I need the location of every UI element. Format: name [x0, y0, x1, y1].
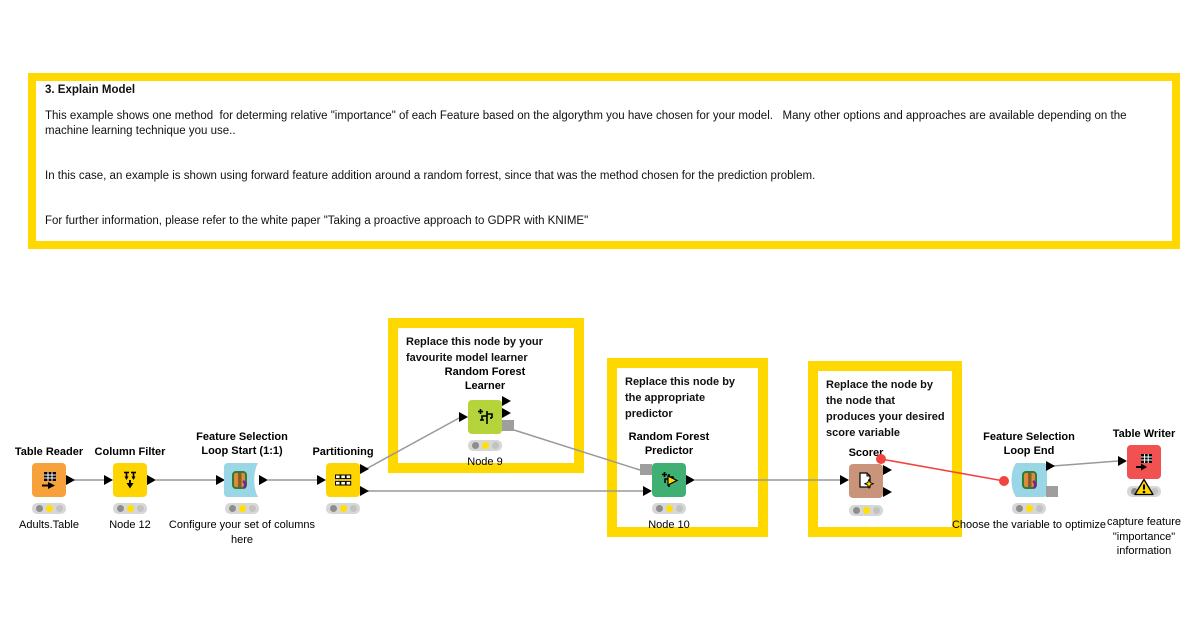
input-port[interactable]	[317, 475, 326, 485]
node-title: Feature Selection Loop Start (1:1)	[196, 431, 288, 457]
node-scorer: Scorer	[796, 446, 936, 526]
traffic-light	[326, 503, 360, 514]
input-port[interactable]	[459, 412, 468, 422]
scorer-node-body[interactable]	[849, 464, 883, 498]
annotation-paragraph-2: In this case, an example is shown using …	[45, 170, 816, 182]
scorer-icon	[859, 472, 875, 490]
output-port[interactable]	[686, 475, 695, 485]
input-port[interactable]	[216, 475, 225, 485]
node-table-writer: Table Writer capture feature "importance…	[1074, 427, 1200, 572]
partitioning-node-body[interactable]	[326, 463, 360, 497]
table-writer-icon	[1136, 454, 1152, 471]
node-title: Random Forest Learner	[444, 366, 526, 392]
callout-box-scorer[interactable]: Replace the node by the node that produc…	[808, 361, 962, 537]
rf-predictor-icon	[662, 472, 679, 487]
traffic-light	[849, 505, 883, 516]
node-subtitle: Configure your set of columns here	[168, 519, 316, 546]
node-subtitle: capture feature "importance" information	[1107, 516, 1181, 557]
traffic-light	[468, 440, 502, 451]
node-subtitle: Node 9	[467, 456, 503, 468]
node-subtitle: Node 12	[109, 519, 151, 531]
rf-learner-node-body[interactable]	[468, 400, 502, 434]
rf-predictor-node-body[interactable]	[652, 463, 686, 497]
node-subtitle: Adults.Table	[19, 519, 79, 531]
callout-label: Replace this node by the appropriate pre…	[625, 376, 736, 420]
loop-start-icon	[232, 471, 247, 489]
annotation-paragraph-3: For further information, please refer to…	[45, 215, 589, 227]
node-title: Feature Selection Loop End	[983, 431, 1075, 457]
node-title: Partitioning	[312, 446, 374, 458]
model-output-port[interactable]	[502, 420, 514, 431]
node-random-forest-learner: Random Forest Learner Node 9	[415, 365, 555, 475]
node-title: Scorer	[848, 447, 884, 459]
annotation-paragraph-1: This example shows one method for determ…	[45, 110, 1130, 137]
traffic-light	[652, 503, 686, 514]
node-title: Column Filter	[94, 446, 166, 458]
node-subtitle: Choose the variable to optimize	[951, 519, 1107, 531]
loop-end-node-body[interactable]	[1009, 463, 1047, 497]
column-filter-node-body[interactable]	[113, 463, 147, 497]
input-port[interactable]	[1118, 456, 1127, 466]
output-port-1[interactable]	[883, 465, 892, 475]
node-title: Table Reader	[14, 446, 84, 458]
input-port[interactable]	[104, 475, 113, 485]
workflow-annotation-explain-model[interactable]: 3. Explain Model This example shows one …	[28, 73, 1180, 249]
output-port-1[interactable]	[360, 464, 369, 474]
input-port[interactable]	[840, 475, 849, 485]
output-port-1[interactable]	[502, 396, 511, 406]
output-port-2[interactable]	[883, 487, 892, 497]
node-feature-selection-loop-end: Feature Selection Loop End Choose the va…	[952, 430, 1106, 555]
traffic-light	[225, 503, 259, 514]
warning-icon	[1134, 478, 1154, 496]
output-port-2[interactable]	[360, 486, 369, 496]
partitioning-icon	[335, 474, 352, 486]
traffic-light	[1012, 503, 1046, 514]
flow-variable-output-port[interactable]	[876, 454, 886, 464]
output-port[interactable]	[147, 475, 156, 485]
model-input-port[interactable]	[640, 464, 652, 475]
output-port-2[interactable]	[502, 408, 511, 418]
node-feature-selection-loop-start: Feature Selection Loop Start (1:1) Confi…	[169, 430, 315, 555]
loop-end-icon	[1022, 471, 1037, 489]
table-reader-icon	[42, 472, 56, 489]
callout-label: Replace this node by your favourite mode…	[406, 336, 543, 364]
output-port[interactable]	[259, 475, 268, 485]
column-filter-icon	[124, 471, 136, 489]
input-port[interactable]	[643, 486, 652, 496]
callout-box-predictor[interactable]: Replace this node by the appropriate pre…	[607, 358, 768, 537]
model-output-port[interactable]	[1046, 486, 1058, 497]
rf-learner-icon	[478, 409, 493, 424]
node-partitioning: Partitioning	[273, 445, 413, 525]
table-reader-node-body[interactable]	[32, 463, 66, 497]
annotation-title: 3. Explain Model	[45, 84, 136, 96]
node-title: Random Forest Predictor	[628, 431, 710, 457]
traffic-light	[32, 503, 66, 514]
node-subtitle: Node 10	[648, 519, 690, 531]
node-random-forest-predictor: Random Forest Predictor Node 10	[599, 430, 739, 540]
flow-variable-input-port[interactable]	[999, 476, 1009, 486]
traffic-light	[113, 503, 147, 514]
node-title: Table Writer	[1112, 428, 1176, 440]
callout-label: Replace the node by the node that produc…	[826, 379, 945, 439]
loop-start-node-body[interactable]	[224, 463, 262, 497]
output-port[interactable]	[1046, 461, 1055, 471]
node-table-reader: Table Reader Adults.Table	[0, 445, 119, 540]
node-column-filter: Column Filter Node 12	[60, 445, 200, 540]
table-writer-node-body[interactable]	[1127, 445, 1161, 479]
